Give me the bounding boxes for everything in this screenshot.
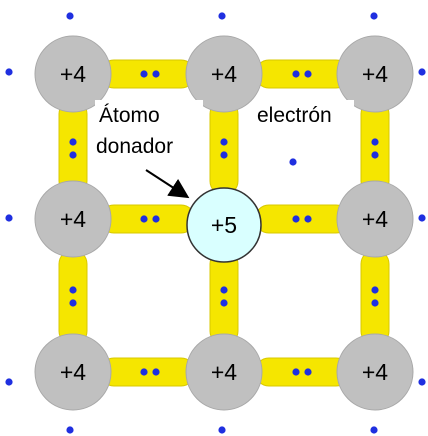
electron-annotation-bg xyxy=(254,100,354,130)
vertical-bonds xyxy=(58,99,390,346)
electron xyxy=(5,214,13,222)
bond-v-c1-top xyxy=(209,99,239,196)
atom-label: +4 xyxy=(362,359,388,385)
atom-r0-c0 xyxy=(34,35,112,113)
electron xyxy=(220,299,228,307)
electron xyxy=(418,378,426,386)
atom-r0-c1 xyxy=(185,35,263,113)
free-electron xyxy=(289,158,297,166)
bond-v-c1-bottom xyxy=(209,249,239,346)
donor-annotation-bg xyxy=(95,100,203,162)
electron xyxy=(304,215,312,223)
electron xyxy=(5,378,13,386)
electron xyxy=(140,368,148,376)
electron xyxy=(370,426,378,434)
atom-label: +4 xyxy=(60,359,86,385)
atom-r1-c2 xyxy=(336,180,414,258)
electron xyxy=(304,70,312,78)
atom-label: +4 xyxy=(60,61,86,87)
electron xyxy=(140,215,148,223)
electron xyxy=(69,286,77,294)
electron xyxy=(220,286,228,294)
electron xyxy=(69,151,77,159)
electron xyxy=(218,12,226,20)
electron xyxy=(418,68,426,76)
donor-label: +5 xyxy=(211,212,237,238)
electron xyxy=(5,68,13,76)
electron xyxy=(152,368,160,376)
electron xyxy=(152,215,160,223)
bond-electrons xyxy=(69,70,379,376)
bond-h-r2-right xyxy=(254,357,351,387)
electron xyxy=(371,299,379,307)
atom-label: +4 xyxy=(211,61,237,87)
electron xyxy=(66,426,74,434)
atom-label: +4 xyxy=(211,359,237,385)
bond-h-r0-right xyxy=(254,59,351,89)
electron xyxy=(218,426,226,434)
electron xyxy=(220,138,228,146)
electron xyxy=(69,299,77,307)
atom-r2-c2 xyxy=(336,333,414,411)
bond-h-r1-right xyxy=(254,204,351,234)
electron xyxy=(292,368,300,376)
electron xyxy=(371,151,379,159)
atom-r1-c0 xyxy=(34,180,112,258)
electron xyxy=(371,138,379,146)
atom-r2-c1 xyxy=(185,333,263,411)
electron xyxy=(69,138,77,146)
electron xyxy=(292,215,300,223)
electron xyxy=(418,214,426,222)
edge-electrons xyxy=(5,12,426,434)
atoms xyxy=(34,35,414,411)
donor-annotation-line2: donador xyxy=(96,135,173,158)
electron xyxy=(304,368,312,376)
donor-atom xyxy=(186,187,262,263)
electron xyxy=(292,70,300,78)
atom-r2-c0 xyxy=(34,333,112,411)
atom-label: +4 xyxy=(362,61,388,87)
bond-v-c0-bottom xyxy=(58,249,88,346)
electron xyxy=(152,70,160,78)
donor-arrow xyxy=(145,169,190,199)
atom-labels: +4 +4 +4 +4 +5 +4 +4 +4 +4 xyxy=(60,61,388,385)
electron xyxy=(371,286,379,294)
electron xyxy=(220,151,228,159)
electron xyxy=(66,12,74,20)
atom-label: +4 xyxy=(60,206,86,232)
atom-r0-c2 xyxy=(336,35,414,113)
donor-annotation-line1: Átomo xyxy=(99,104,160,127)
electron xyxy=(370,12,378,20)
electron-annotation: electrón xyxy=(257,104,332,127)
atom-label: +4 xyxy=(362,206,388,232)
bond-v-c2-bottom xyxy=(360,249,390,346)
electron xyxy=(140,70,148,78)
